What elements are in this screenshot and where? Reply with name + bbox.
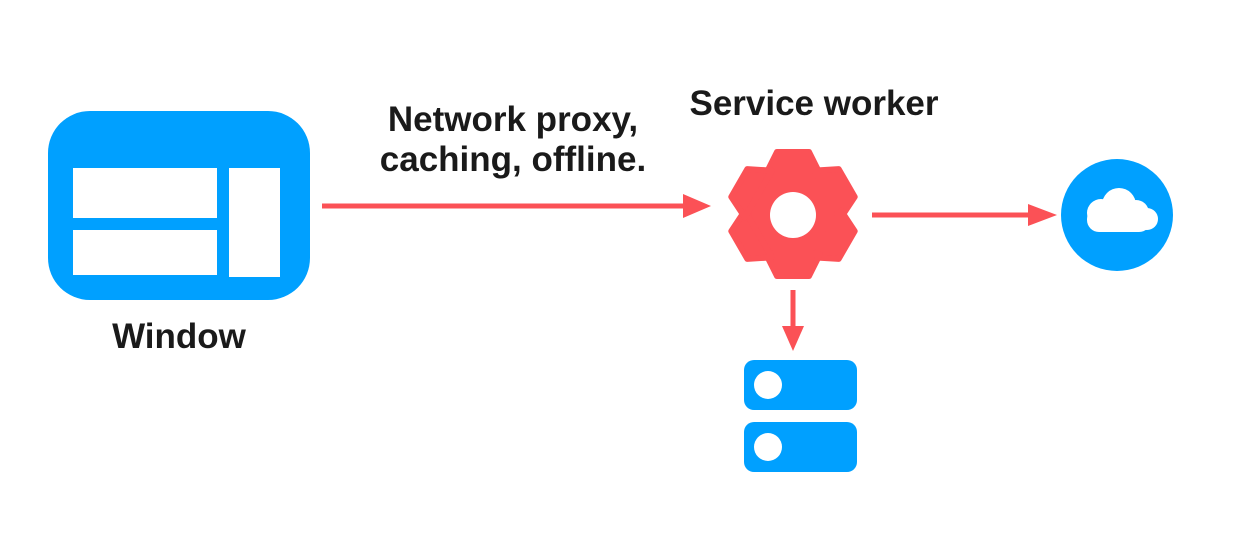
- cloud-icon: [1061, 159, 1173, 271]
- database-icon: [744, 360, 857, 472]
- arrow-service-worker-to-storage: [782, 290, 804, 351]
- network-caption: Network proxy, caching, offline.: [363, 100, 663, 180]
- browser-window-icon: [48, 111, 310, 300]
- network-caption-line2: caching, offline.: [379, 140, 647, 179]
- window-label: Window: [112, 317, 246, 356]
- gear-icon: [728, 149, 858, 279]
- arrow-service-worker-to-cloud: [872, 204, 1057, 226]
- arrow-window-to-service-worker: [322, 194, 711, 218]
- service-worker-label: Service worker: [689, 84, 939, 123]
- network-caption-line1: Network proxy,: [387, 100, 639, 139]
